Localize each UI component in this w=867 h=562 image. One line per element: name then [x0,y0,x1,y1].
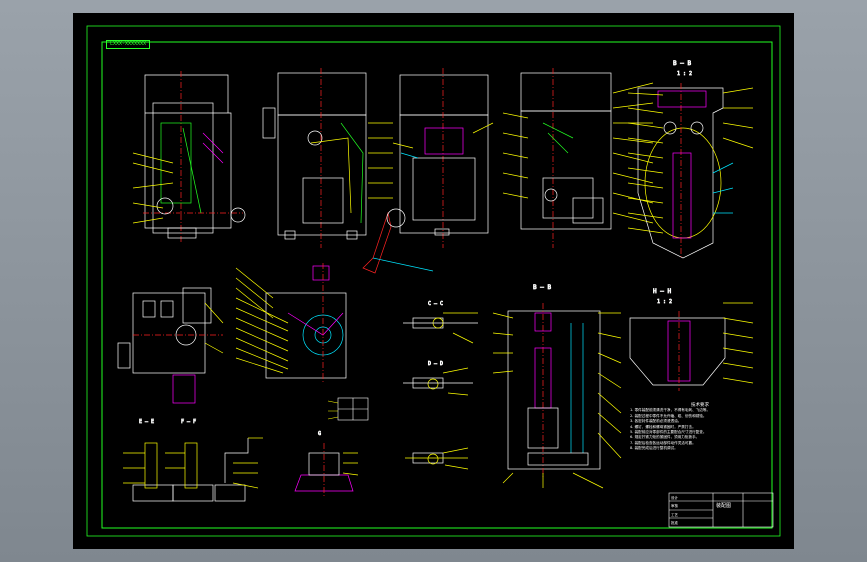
side-view-4 [502,68,654,248]
notes-line: 4. 螺钉、螺栓和螺母紧固时，严禁打击。 [630,424,696,429]
section-label-g: G [318,431,321,437]
notes-title: 技术要求 [691,403,709,408]
title-row: 批准 [671,521,678,526]
notes-line: 5. 装配前应对零部件的主要配合尺寸进行复查。 [630,430,707,435]
notes-line: 6. 规定拧紧力矩的紧固件，须用力矩扳手。 [630,435,700,440]
cad-drawing: B — B 1 : 2 [86,25,781,537]
frame-tag: LXXX-XXXXXXX [106,40,151,49]
title-row: 审核 [671,504,678,509]
section-label-f-f: F — F [181,419,196,425]
section-label-b-b-main: B — B [533,284,551,291]
inner-frame [101,41,773,529]
section-b-b-top: B — B 1 : 2 [627,60,754,259]
plan-view [117,287,224,404]
front-view-1 [132,71,246,243]
drawing-canvas: LXXX-XXXXXXX [73,13,794,549]
title-block-name: 装配图 [716,503,732,509]
title-row: 设计 [671,496,678,500]
detail-bracket [214,437,263,502]
section-a-a [235,263,347,383]
detail-f-f: F — F [165,419,214,502]
notes-line: 7. 装配后检查各运动部件动作灵活可靠。 [630,440,696,445]
notes-line: 8. 装配完成后进行整机调试。 [630,446,678,451]
title-block-rows: 设计 审核 工艺 批准 [671,494,678,528]
section-h-h: H — H 1 : 2 [629,288,754,391]
detail-d-d: D — D [403,361,473,396]
title-row: 工艺 [671,512,678,517]
section-label-c-c: C — C [428,301,443,307]
section-scale-b-b: 1 : 2 [677,71,692,77]
detail-small-table [327,397,369,421]
detail-e-e: E — E [123,419,174,502]
section-label-b-b: B — B [673,60,691,67]
detail-c-c: C — C [403,301,478,344]
notes-line: 1. 零件装配前须清洗干净，不得有毛刺、飞边等。 [630,408,711,413]
title-block [668,492,774,528]
section-label-e-e: E — E [139,419,154,425]
section-label-h-h: H — H [653,288,671,295]
side-view-2 [262,68,393,248]
section-scale-h-h: 1 : 2 [657,299,672,305]
section-label-d-d: D — D [428,361,443,367]
detail-small-bottom [405,447,469,470]
section-b-b-main: B — B [492,284,622,489]
notes-line: 2. 装配过程中零件不允许磕、碰、划伤和锈蚀。 [630,413,707,418]
side-view-3 [362,68,494,274]
detail-g: G [294,431,359,498]
outer-frame [86,25,781,537]
notes-line: 3. 各密封件装配前必须浸透油。 [630,419,682,424]
technical-notes: 技术要求 1. 零件装配前须清洗干净，不得有毛刺、飞边等。 2. 装配过程中零件… [630,403,770,452]
